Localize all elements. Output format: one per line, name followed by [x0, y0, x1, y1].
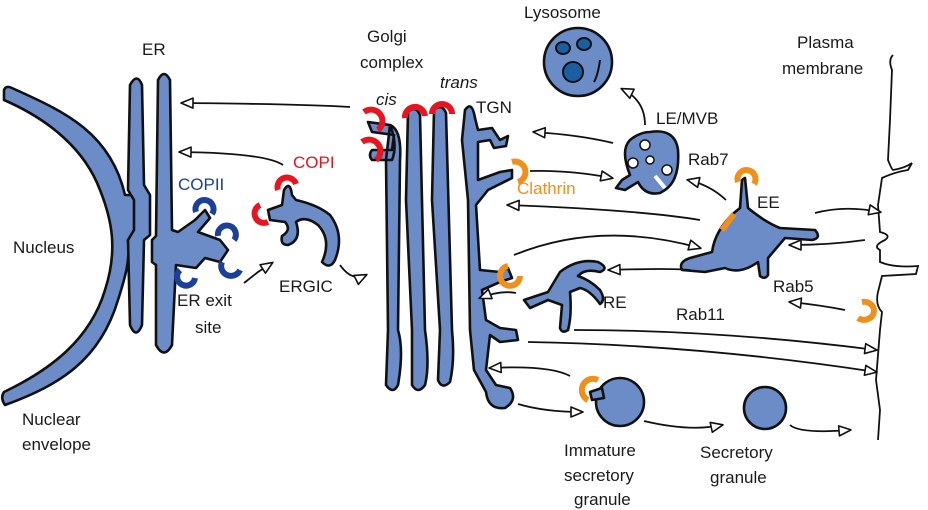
label-secretory-granule: Secretory — [700, 443, 773, 462]
copii-coat — [214, 222, 239, 242]
immature-secretory-granule — [594, 376, 646, 428]
label-rab5: Rab5 — [773, 277, 814, 296]
label-rab11: Rab11 — [676, 305, 725, 324]
label-re: RE — [603, 293, 627, 312]
label-ee: EE — [757, 193, 780, 212]
mvb-vesicle — [661, 164, 673, 176]
er-cisterna-left — [126, 77, 152, 334]
label-tgn: TGN — [476, 98, 512, 117]
recycling-endosome — [522, 259, 606, 333]
label-nucleus: Nucleus — [13, 238, 74, 257]
label-er-exit-site: ER exit — [177, 291, 232, 310]
label-rab7: Rab7 — [688, 150, 729, 169]
immature-granule-neck — [588, 386, 606, 402]
label-clathrin: Clathrin — [517, 179, 576, 198]
clathrin-coat — [511, 158, 529, 185]
clathrin-coat — [719, 212, 737, 232]
label-copii: COPII — [178, 175, 224, 194]
lysosome-inclusion — [576, 37, 592, 51]
mvb-vesicle — [645, 155, 655, 165]
label-le-mvb: LE/MVB — [656, 109, 718, 128]
label-immature-secretory-granule: Immature — [564, 441, 636, 460]
clathrin-coat — [734, 167, 759, 186]
copi-coat — [360, 136, 384, 163]
label-trans: trans — [440, 73, 478, 92]
nuclear-envelope — [0, 85, 141, 407]
lysosome-membrane-detail — [593, 59, 601, 83]
label-immature-secretory-granule: secretory — [564, 466, 634, 485]
copi-coat — [274, 174, 299, 191]
label-nuclear-envelope: envelope — [22, 435, 91, 454]
golgi-cisterna-3 — [430, 105, 455, 387]
label-plasma-membrane: membrane — [782, 59, 863, 78]
copii-coat — [192, 197, 217, 216]
label-golgi: Golgi — [367, 27, 407, 46]
label-secretory-granule: granule — [710, 468, 767, 487]
lysosome-inclusion — [562, 61, 584, 83]
mvb-vesicle — [639, 139, 651, 151]
mvb-invagination — [653, 174, 667, 190]
clathrin-coat — [578, 375, 600, 403]
copii-coat — [174, 267, 198, 289]
label-er: ER — [142, 40, 166, 59]
golgi-cisterna-2 — [404, 107, 429, 392]
secretory-granule — [742, 385, 788, 431]
label-copi: COPI — [293, 153, 335, 172]
label-ergic: ERGIC — [279, 277, 333, 296]
lysosome — [542, 26, 614, 98]
clathrin-coat — [497, 263, 523, 289]
copi-coat — [362, 106, 386, 133]
early-endosome — [679, 176, 820, 280]
mvb-vesicle — [627, 157, 639, 169]
clathrin-coat — [856, 298, 877, 323]
copi-coat — [251, 202, 270, 226]
copi-coat — [429, 101, 455, 115]
golgi-cis-cisterna — [366, 120, 403, 392]
label-plasma-membrane: Plasma — [797, 33, 854, 52]
lysosome-inclusion — [555, 41, 571, 55]
label-golgi: complex — [360, 53, 424, 72]
plasma-membrane — [875, 54, 920, 441]
label-cis: cis — [376, 90, 397, 109]
transport-arrows — [178, 87, 882, 437]
label-lysosome: Lysosome — [524, 3, 601, 22]
label-er-exit-site: site — [195, 318, 221, 337]
trans-golgi-network — [460, 105, 520, 410]
er-cisterna-right — [150, 72, 230, 354]
copii-coat — [218, 260, 243, 279]
label-immature-secretory-granule: granule — [574, 490, 631, 509]
ergic — [266, 184, 341, 267]
label-nuclear-envelope: Nuclear — [22, 410, 81, 429]
copi-coat — [401, 104, 428, 119]
